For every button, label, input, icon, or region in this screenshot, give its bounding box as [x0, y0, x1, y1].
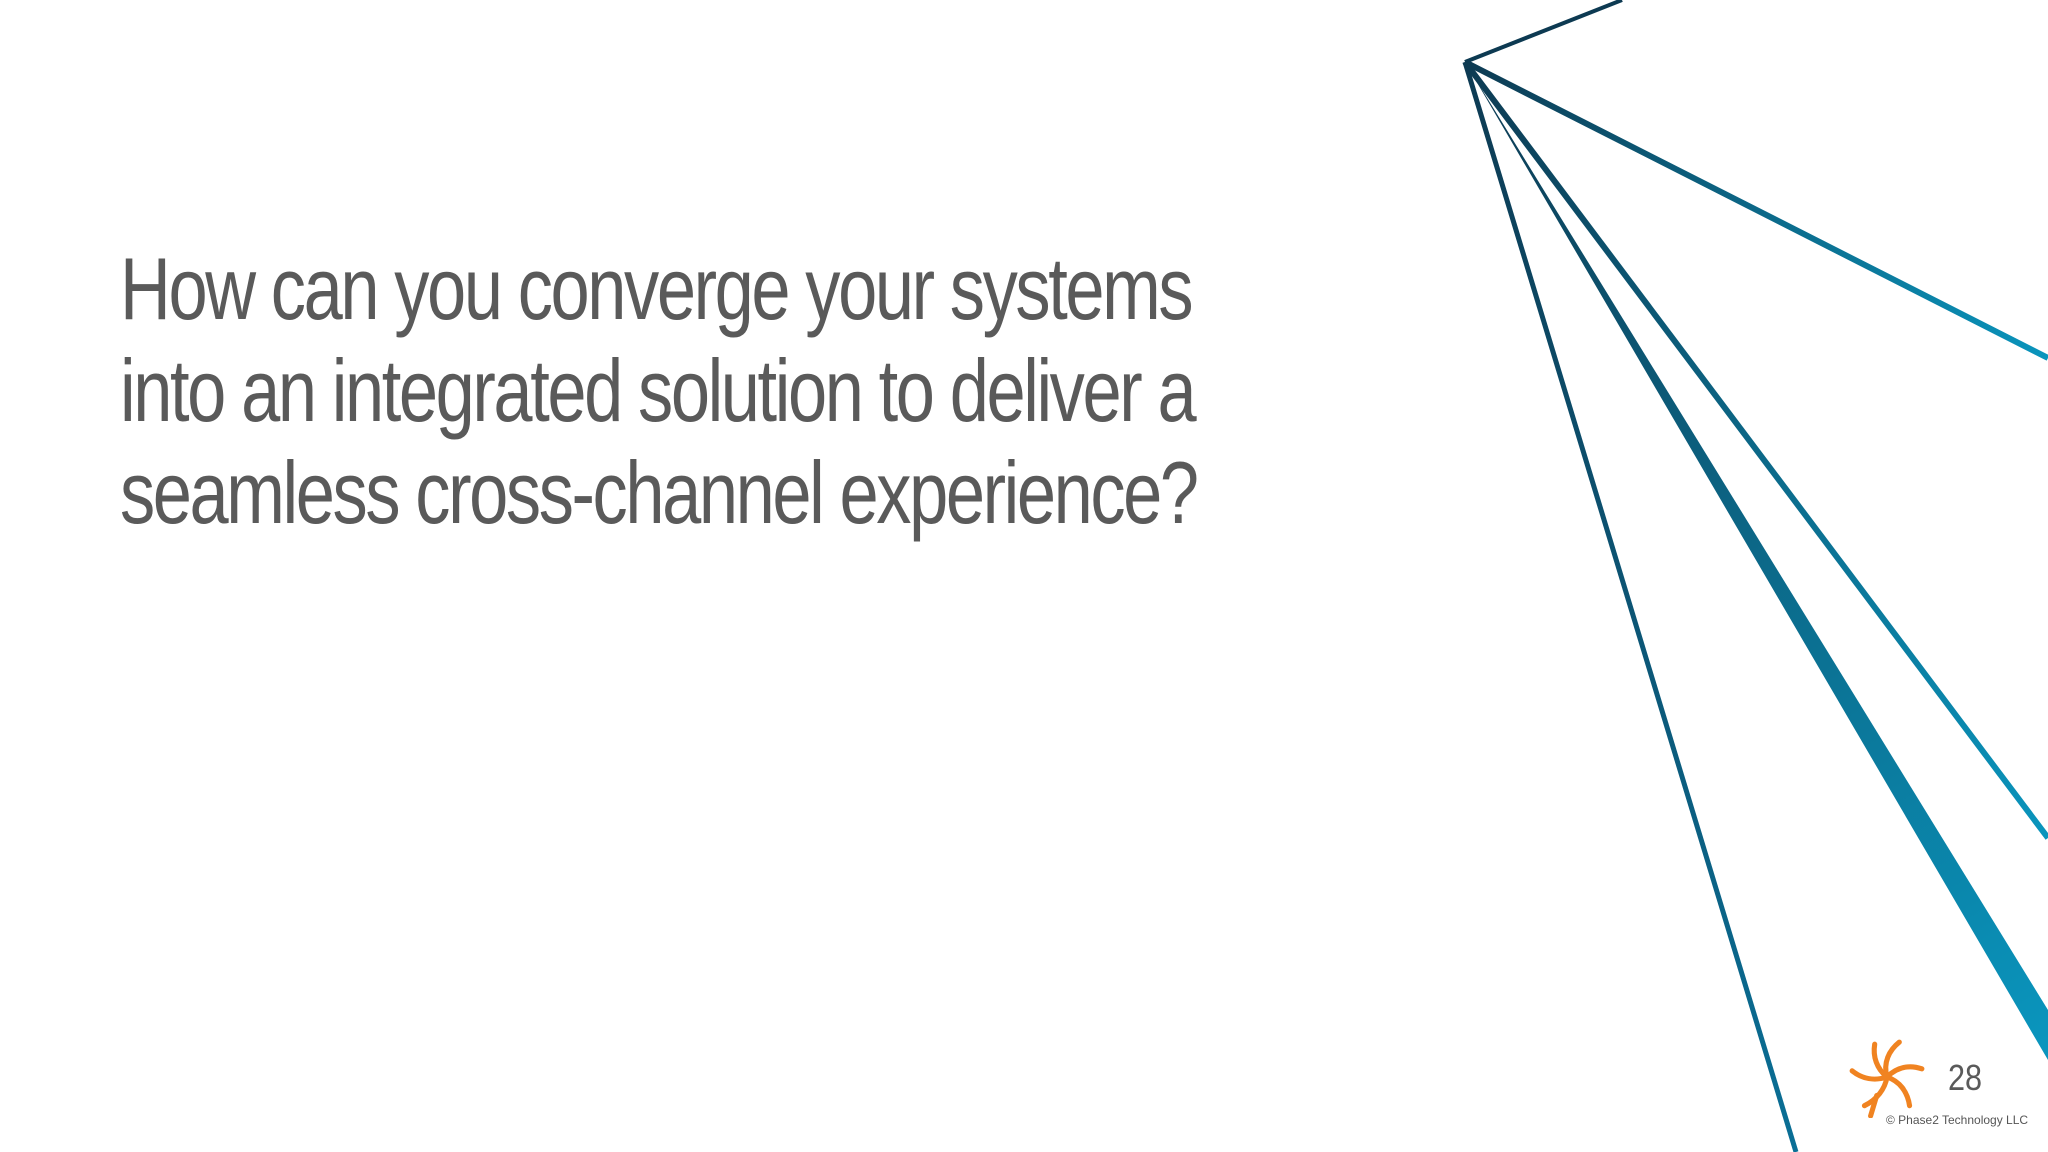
- question-line-3: seamless cross-channel experience?: [120, 443, 1199, 542]
- question-line-1: How can you converge your systems: [120, 239, 1194, 338]
- slide-question: How can you converge your systems into a…: [120, 238, 1199, 544]
- question-line-2: into an integrated solution to deliver a: [120, 341, 1197, 440]
- decor-line-1: [1463, 59, 2048, 361]
- phase2-sunburst-logo-icon: [1849, 1039, 1925, 1118]
- decor-line-3: [1462, 61, 1799, 1152]
- page-number: 28: [1948, 1057, 1983, 1098]
- decor-wedge: [1465, 62, 2048, 1060]
- decor-line-2: [1462, 60, 2048, 840]
- decor-line-top: [1464, 0, 1623, 64]
- copyright-text: © Phase2 Technology LLC: [1886, 1113, 2029, 1127]
